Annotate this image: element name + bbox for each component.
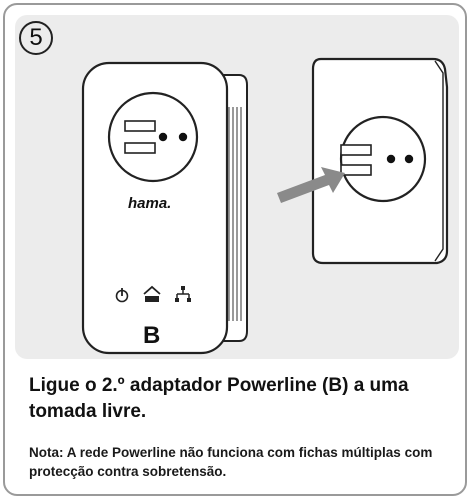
home-icon (143, 285, 161, 302)
adapter-socket-icon (107, 91, 199, 183)
network-icon (175, 286, 191, 302)
instruction-main-text: Ligue o 2.º adaptador Powerline (B) a um… (29, 375, 409, 422)
powerline-adapter-illustration: hama. B (81, 57, 449, 355)
power-icon (115, 288, 129, 303)
arrow-right-icon (277, 167, 345, 203)
instruction-note-text: Nota: A rede Powerline não funciona com … (29, 445, 433, 479)
instruction-card: 5 hama. (3, 3, 467, 496)
wall-socket (311, 57, 449, 265)
brand-logo: hama. (128, 195, 171, 212)
step-number-badge: 5 (19, 21, 53, 55)
device-label: B (143, 322, 160, 349)
